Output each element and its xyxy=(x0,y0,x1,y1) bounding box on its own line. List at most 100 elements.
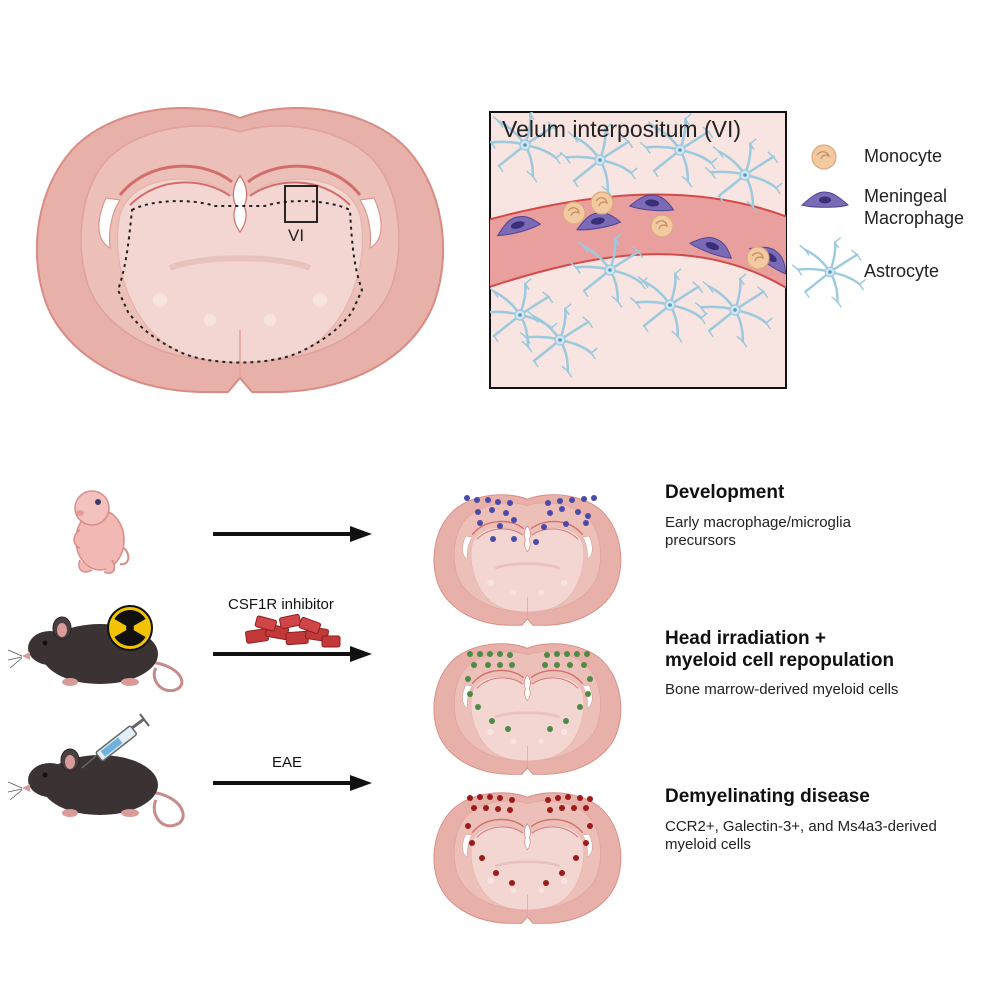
myeloid-dot xyxy=(487,651,493,657)
myeloid-dot xyxy=(465,823,471,829)
myeloid-dot xyxy=(587,823,593,829)
brain-irradiation xyxy=(432,642,623,776)
monocyte xyxy=(590,191,614,215)
myeloid-dot xyxy=(495,499,501,505)
myeloid-dot xyxy=(475,704,481,710)
legend-icons xyxy=(791,144,866,308)
myeloid-dot xyxy=(591,495,597,501)
brain-section-large xyxy=(37,108,443,392)
brain-development xyxy=(432,493,623,627)
myeloid-dot xyxy=(581,662,587,668)
myeloid-dot xyxy=(545,797,551,803)
myeloid-dot xyxy=(584,651,590,657)
myeloid-dot xyxy=(543,880,549,886)
myeloid-dot xyxy=(475,509,481,515)
myeloid-dot xyxy=(490,536,496,542)
myeloid-dot xyxy=(467,691,473,697)
disease-title: Demyelinating disease xyxy=(665,786,870,807)
myeloid-dot xyxy=(554,651,560,657)
myeloid-dot xyxy=(495,806,501,812)
myeloid-dot xyxy=(487,794,493,800)
myeloid-dot xyxy=(587,676,593,682)
csf1r-inhibitor-label: CSF1R inhibitor xyxy=(228,596,334,613)
irradiation-title: Head irradiation + myeloid cell repopula… xyxy=(665,628,895,671)
myeloid-dot xyxy=(587,796,593,802)
astrocyte xyxy=(704,138,783,213)
eae-mouse-icon xyxy=(7,748,185,828)
astrocyte-group xyxy=(490,112,783,378)
development-description: Early macrophage/microglia precursors xyxy=(665,514,851,549)
myeloid-dot xyxy=(467,795,473,801)
myeloid-dot xyxy=(509,880,515,886)
myeloid-dot xyxy=(583,840,589,846)
monocyte xyxy=(650,214,674,238)
myeloid-dot xyxy=(489,507,495,513)
astrocyte-icon xyxy=(791,237,866,308)
myeloid-dot xyxy=(564,651,570,657)
syringe-icon xyxy=(81,713,150,769)
myeloid-dot xyxy=(507,652,513,658)
myeloid-dot xyxy=(485,662,491,668)
inset-title: Velum interpositum (VI) xyxy=(502,116,742,142)
development-dots xyxy=(464,495,597,545)
disease-description: CCR2+, Galectin-3+, and Ms4a3-derived my… xyxy=(665,818,937,853)
brain-disease xyxy=(432,791,623,925)
legend-macrophage-label: Meningeal Macrophage xyxy=(864,186,965,228)
myeloid-dot xyxy=(507,500,513,506)
astrocyte xyxy=(791,237,866,308)
myeloid-dot xyxy=(547,726,553,732)
myeloid-dot xyxy=(493,870,499,876)
macrophage xyxy=(496,215,542,237)
myeloid-dot xyxy=(563,521,569,527)
macrophage xyxy=(576,212,622,231)
myeloid-dot xyxy=(559,805,565,811)
myeloid-dot xyxy=(505,726,511,732)
disease-dots xyxy=(465,794,593,886)
astrocyte xyxy=(490,112,563,183)
myeloid-dot xyxy=(571,805,577,811)
myeloid-dot xyxy=(573,855,579,861)
myeloid-dot xyxy=(545,500,551,506)
myeloid-dot xyxy=(542,662,548,668)
myeloid-dot xyxy=(507,807,513,813)
monocyte-icon xyxy=(811,144,837,170)
myeloid-dot xyxy=(497,795,503,801)
myeloid-dot xyxy=(471,662,477,668)
myeloid-dot xyxy=(563,718,569,724)
myeloid-dot xyxy=(511,536,517,542)
myeloid-dot xyxy=(555,795,561,801)
macrophage xyxy=(628,194,675,212)
myeloid-dot xyxy=(509,797,515,803)
arrow-eae xyxy=(213,775,372,791)
astrocyte xyxy=(629,268,708,343)
myeloid-dot xyxy=(467,651,473,657)
myeloid-dot xyxy=(477,520,483,526)
myeloid-dot xyxy=(547,510,553,516)
macrophage xyxy=(688,237,733,259)
myeloid-dot xyxy=(557,498,563,504)
myeloid-dot xyxy=(574,651,580,657)
irradiated-mouse-icon xyxy=(7,616,184,693)
myeloid-dot xyxy=(509,662,515,668)
myeloid-dot xyxy=(567,662,573,668)
vi-box xyxy=(284,185,318,223)
astrocyte xyxy=(639,113,718,188)
legend-astrocyte-label: Astrocyte xyxy=(864,261,940,281)
neonatal-pup-icon xyxy=(73,490,130,574)
myeloid-dot xyxy=(465,676,471,682)
legend-monocyte-label: Monocyte xyxy=(864,146,943,166)
vi-label: VI xyxy=(288,226,305,245)
myeloid-dot xyxy=(559,870,565,876)
myeloid-dot xyxy=(577,795,583,801)
myeloid-dot xyxy=(477,651,483,657)
myeloid-dot xyxy=(559,506,565,512)
irradiation-description: Bone marrow-derived myeloid cells xyxy=(665,681,899,698)
astrocyte xyxy=(694,273,773,348)
myeloid-dot xyxy=(569,497,575,503)
myeloid-dot xyxy=(511,517,517,523)
arrow-development xyxy=(213,526,372,542)
development-title: Development xyxy=(665,482,785,503)
myeloid-dot xyxy=(541,524,547,530)
